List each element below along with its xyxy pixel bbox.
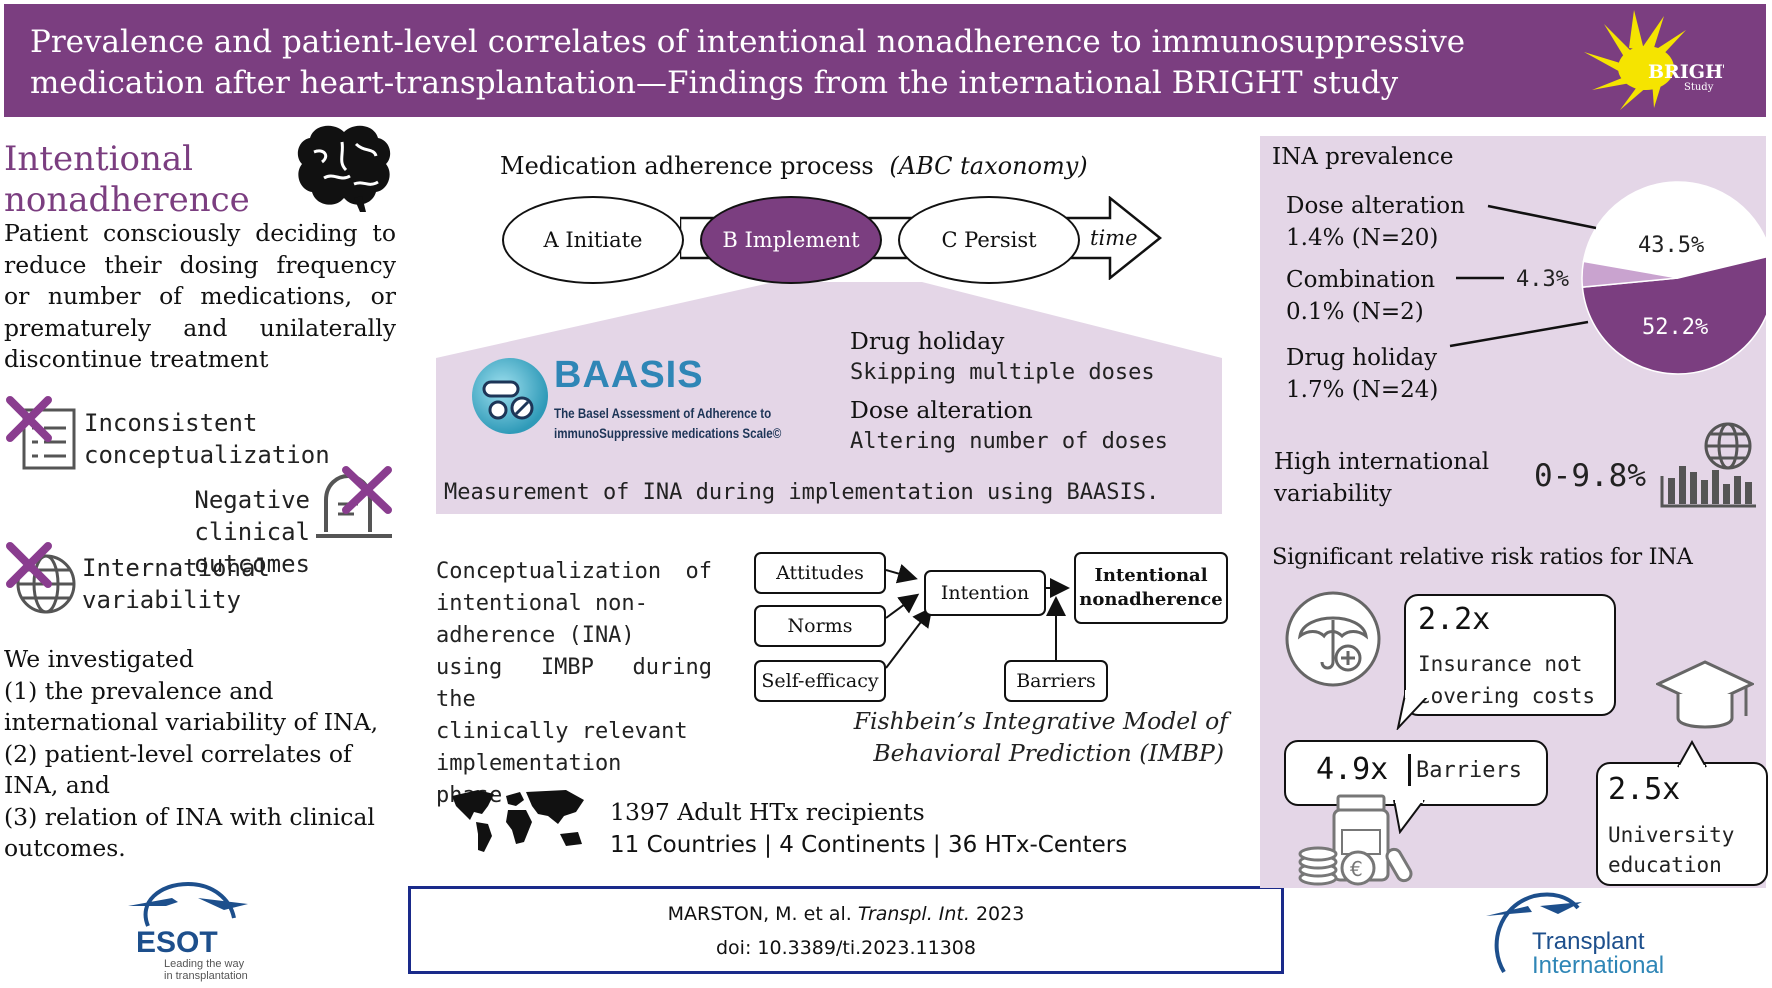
header-banner: Prevalence and patient-level correlates … bbox=[4, 4, 1766, 117]
relative-risk-title: Significant relative risk ratios for INA bbox=[1272, 544, 1693, 570]
callout-tail bbox=[1677, 740, 1707, 768]
ti-hands-icon bbox=[1486, 892, 1582, 974]
issue-conceptualization: Inconsistent conceptualization bbox=[84, 409, 330, 469]
rr-university-callout: 2.5x University education bbox=[1596, 762, 1768, 886]
baasis-logo: BAASIS The Basel Assessment of Adherence… bbox=[470, 354, 826, 444]
issue-variability: International variability bbox=[82, 554, 270, 614]
dose-alteration-desc: Altering number of doses bbox=[850, 429, 1168, 454]
drug-holiday-desc: Skipping multiple doses bbox=[850, 360, 1155, 385]
transplant-international-logo: Transplant International bbox=[1484, 886, 1706, 982]
time-label: time bbox=[1090, 226, 1138, 250]
svg-text:Study: Study bbox=[1684, 82, 1714, 93]
pie-slice-dose-alteration bbox=[1582, 181, 1766, 279]
model-intentional-nonadherence: Intentional nonadherence bbox=[1074, 552, 1228, 624]
dose-alteration-title: Dose alteration bbox=[850, 396, 1033, 424]
measurement-note: Measurement of INA during implementation… bbox=[444, 480, 1160, 505]
svg-text:BRIGHT: BRIGHT bbox=[1648, 61, 1724, 83]
pie-label-dose-alteration: 43.5% bbox=[1638, 233, 1704, 258]
imbp-connectors bbox=[885, 563, 1070, 669]
ina-heading: Intentional nonadherence bbox=[4, 139, 250, 220]
imbp-caption: Fishbein’s Integrative Model of Behavior… bbox=[853, 707, 1228, 767]
title-line-2: medication after heart-transplantation—F… bbox=[30, 65, 1399, 101]
prev-combination: Combination 0.1% (N=2) bbox=[1286, 267, 1436, 325]
model-self-efficacy: Self-efficacy bbox=[754, 660, 886, 702]
implement-callout-backdrop bbox=[436, 282, 1222, 514]
phase-initiate: A Initiate bbox=[502, 196, 684, 284]
esot-hands-icon bbox=[128, 881, 248, 927]
phase-implement: B Implement bbox=[700, 196, 882, 284]
variability-label: High international variability bbox=[1274, 449, 1490, 507]
model-intention: Intention bbox=[924, 570, 1046, 616]
prevalence-title: INA prevalence bbox=[1272, 144, 1454, 170]
globe-bar-chart-icon bbox=[1660, 422, 1756, 508]
sample-summary: 1397 Adult HTx recipients 11 Countries |… bbox=[610, 798, 1128, 858]
citation-box: MARSTON, M. et al. Transpl. Int. 2023 do… bbox=[408, 886, 1284, 974]
pie-slice-drug-holiday bbox=[1581, 256, 1766, 375]
process-title: Medication adherence process (ABC taxono… bbox=[500, 152, 1088, 180]
citation-reference: MARSTON, M. et al. Transpl. Int. 2023 bbox=[667, 903, 1025, 925]
pie-label-combination: 4.3% bbox=[1516, 267, 1569, 292]
document-crossed-icon bbox=[6, 396, 76, 470]
title-line-1: Prevalence and patient-level correlates … bbox=[30, 24, 1466, 60]
prev-dose-alteration: Dose alteration 1.4% (N=20) bbox=[1286, 193, 1465, 251]
rr-insurance-callout: 2.2x Insurance not covering costs bbox=[1404, 594, 1616, 716]
conceptualization-text: Conceptualization of intentional non- ad… bbox=[436, 559, 712, 808]
citation-doi[interactable]: doi: 10.3389/ti.2023.11308 bbox=[716, 937, 976, 959]
brain-icon bbox=[297, 125, 391, 212]
page-title: Prevalence and patient-level correlates … bbox=[30, 22, 1510, 104]
bright-study-logo: BRIGHT Study bbox=[1574, 10, 1737, 114]
pie-label-drug-holiday: 52.2% bbox=[1642, 315, 1708, 340]
model-barriers: Barriers bbox=[1004, 660, 1108, 702]
money-pills-icon: € bbox=[1298, 794, 1413, 886]
bright-sun-icon: BRIGHT Study bbox=[1584, 10, 1737, 110]
pie-slice-combination bbox=[1581, 260, 1679, 288]
graduation-cap-icon bbox=[1656, 660, 1754, 729]
svg-text:€: € bbox=[1350, 857, 1363, 881]
model-norms: Norms bbox=[754, 605, 886, 647]
globe-crossed-icon bbox=[6, 542, 76, 614]
phase-persist: C Persist bbox=[898, 196, 1080, 284]
gravestone-crossed-icon bbox=[316, 466, 392, 538]
baasis-dimensions: Drug holiday Skipping multiple doses Dos… bbox=[850, 325, 1168, 458]
issue-outcomes: Negative clinical outcomes bbox=[194, 486, 310, 578]
callout-tail bbox=[1396, 690, 1431, 730]
world-map-icon bbox=[452, 790, 584, 852]
model-attitudes: Attitudes bbox=[754, 552, 886, 594]
callout-tail bbox=[1393, 800, 1425, 834]
prev-drug-holiday: Drug holiday 1.7% (N=24) bbox=[1286, 345, 1439, 403]
esot-logo: ESOT Leading the way in transplantation bbox=[108, 880, 278, 984]
insurance-umbrella-icon bbox=[1285, 591, 1381, 687]
pill-icon bbox=[472, 358, 548, 434]
drug-holiday-title: Drug holiday bbox=[850, 327, 1005, 355]
variability-range: 0-9.8% bbox=[1534, 458, 1646, 494]
investigation-aims: We investigated (1) the prevalence and i… bbox=[4, 645, 379, 862]
ina-definition: Patient consciously deciding to reduce t… bbox=[4, 219, 396, 373]
prevalence-pie-chart: 43.5% 4.3% 52.2% bbox=[1449, 181, 1766, 375]
